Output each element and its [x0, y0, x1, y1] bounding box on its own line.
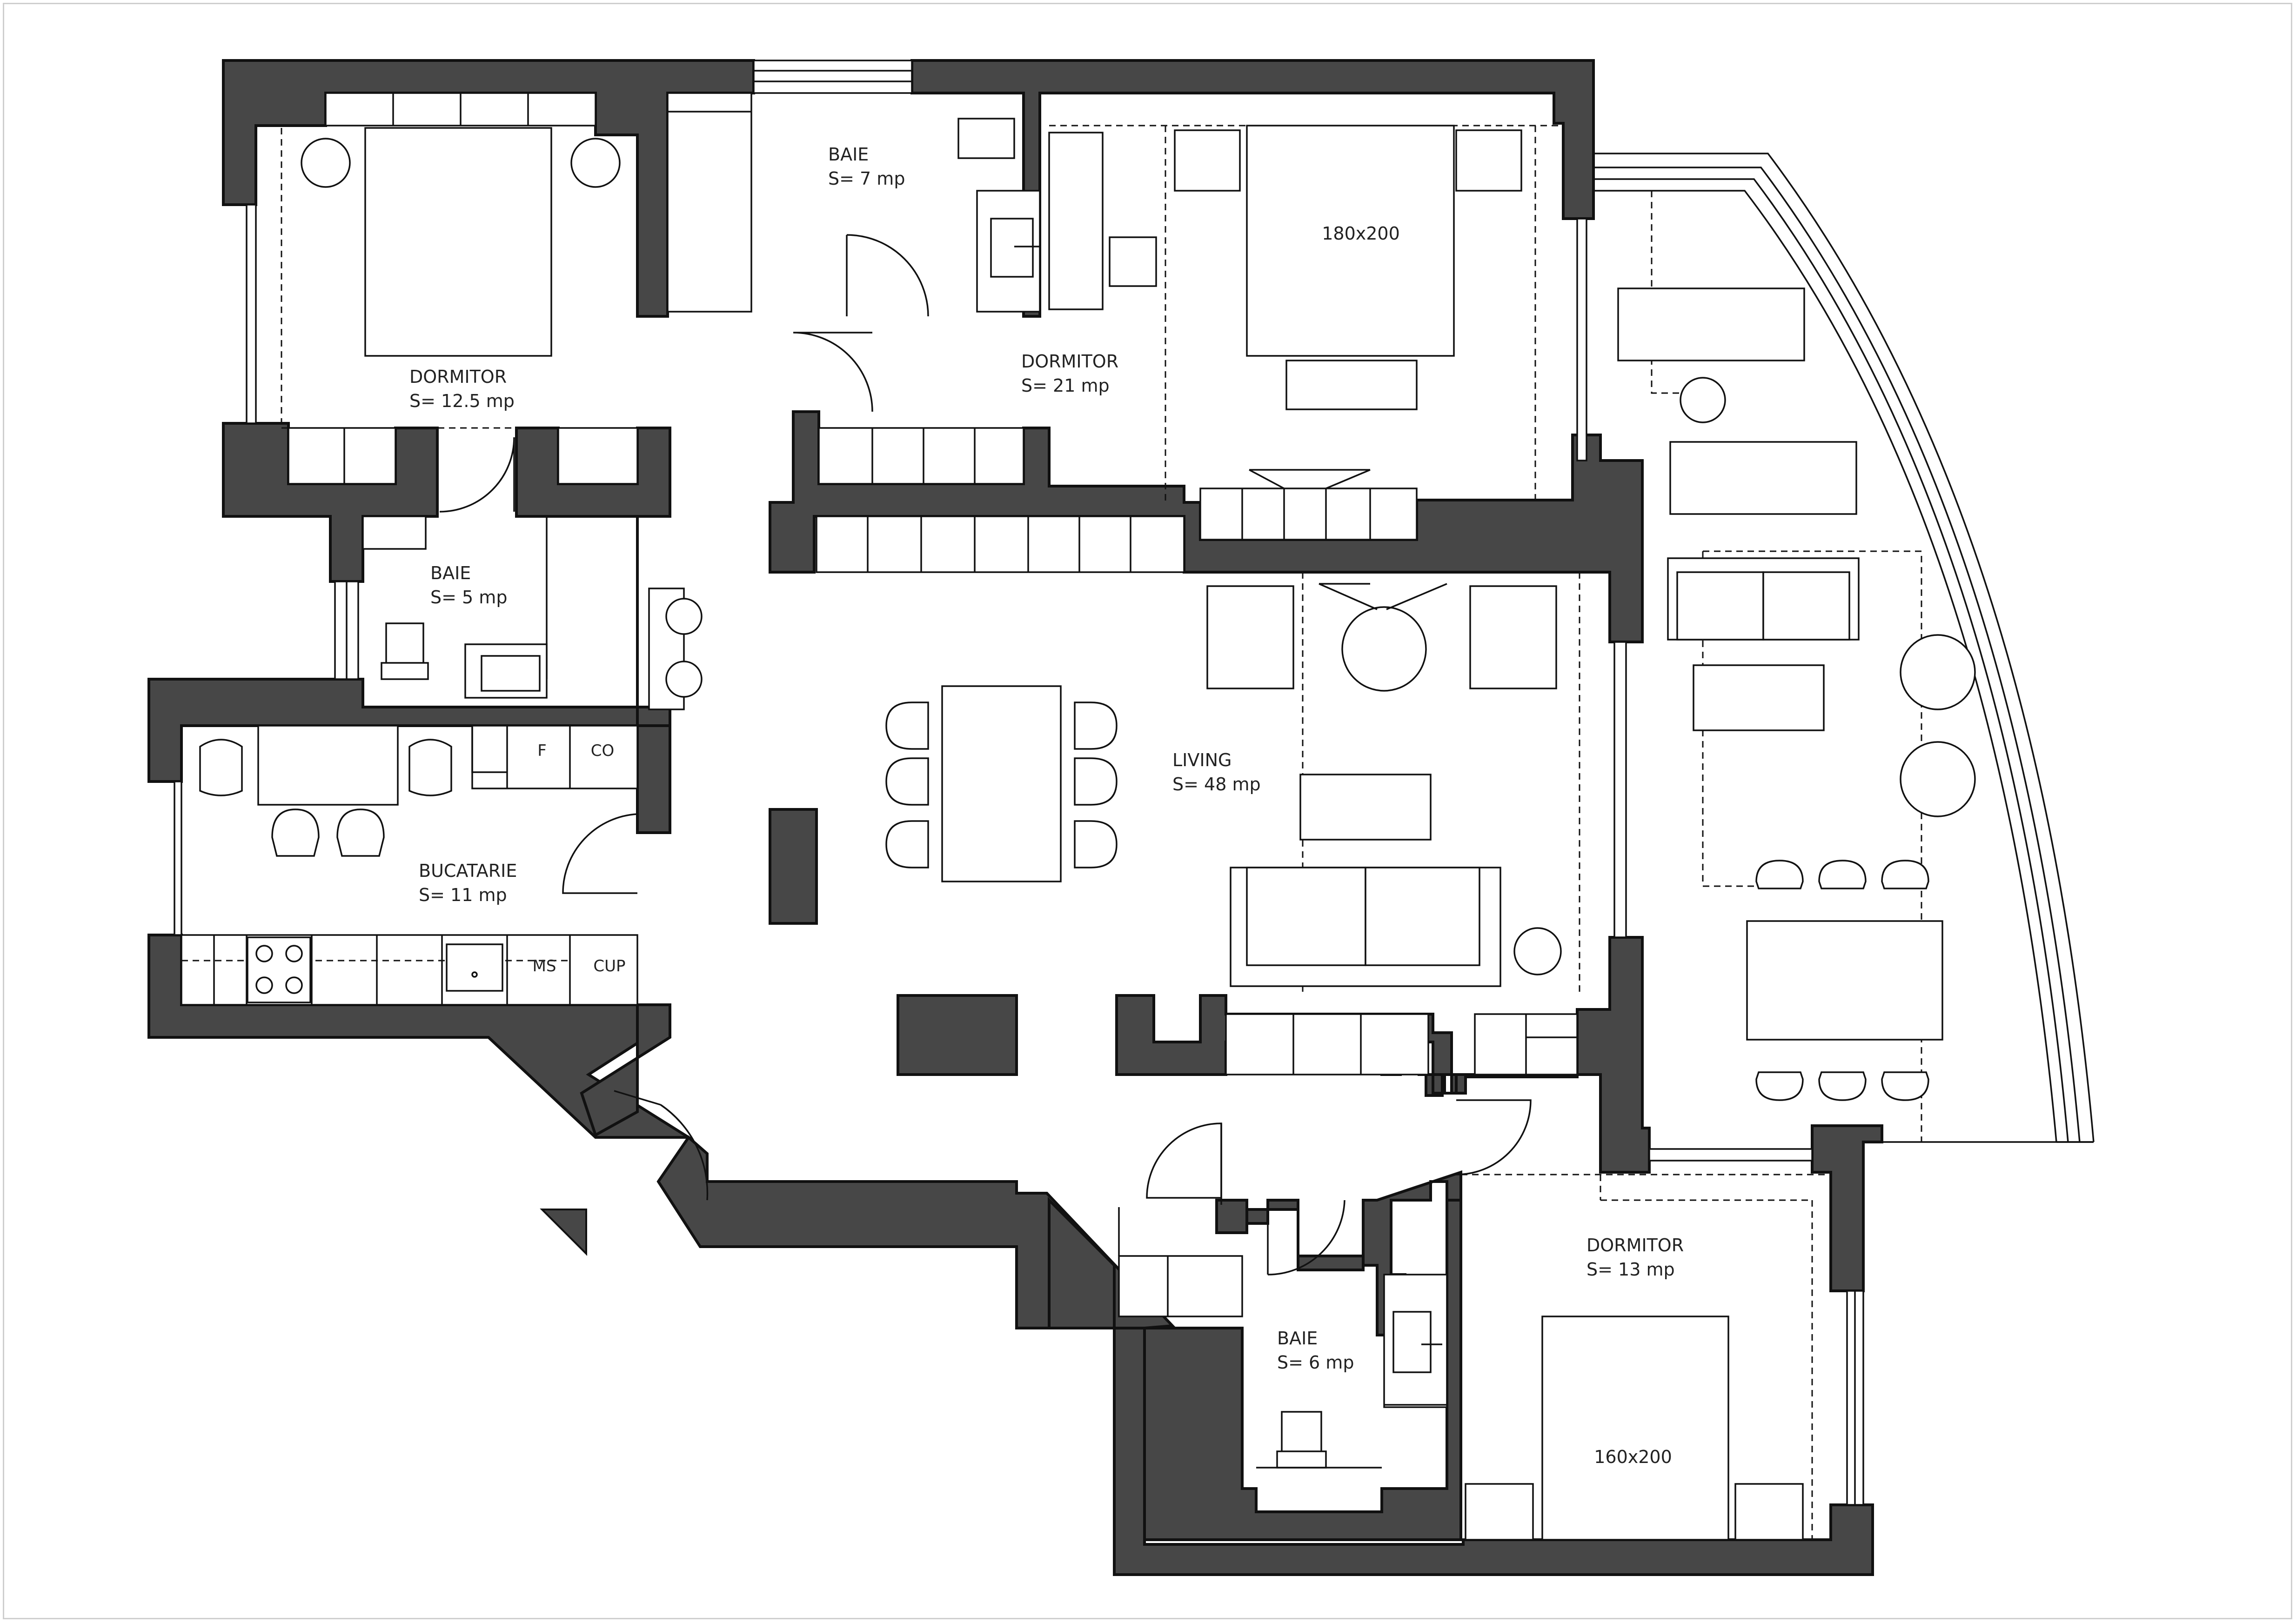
nightstand-se-1 — [1465, 1483, 1534, 1541]
terrace-dining-table — [1746, 920, 1943, 1041]
room-name-bucatarie: BUCATARIE — [419, 861, 517, 881]
terrace-stool-2 — [1900, 741, 1976, 817]
entrance-arrow-icon — [540, 1209, 587, 1256]
room-name-dormitor-nw: DORMITOR — [409, 367, 507, 387]
hall-south — [1118, 1099, 1532, 1317]
room-name-dormitor-se: DORMITOR — [1586, 1235, 1684, 1256]
toilet-west — [385, 622, 424, 666]
wall-bath-south-left — [1048, 1196, 1116, 1329]
wall-south-east — [1811, 1124, 1883, 1292]
room-area-dormitor-se: S= 13 mp — [1586, 1259, 1675, 1280]
toilet-south — [1281, 1411, 1322, 1455]
room-area-baie-south: S= 6 mp — [1277, 1352, 1354, 1373]
dining-table — [941, 685, 1062, 882]
window-living-east — [1613, 641, 1627, 938]
floor-lamp — [1513, 927, 1562, 975]
sunbed-2 — [1669, 441, 1857, 515]
kitchen-sink — [446, 943, 503, 992]
column-hall — [897, 994, 1018, 1076]
room-area-bucatarie: S= 11 mp — [419, 885, 507, 905]
terrace-coffee-table — [1693, 664, 1825, 731]
door-bucatarie — [562, 813, 638, 894]
door-dormitor-nw — [439, 437, 515, 513]
armchair-1 — [1206, 585, 1294, 689]
window-north-bath — [753, 60, 913, 94]
terrace-stool-1 — [1900, 634, 1976, 710]
fridge-label: F — [537, 741, 547, 760]
door-dormitor-master — [793, 332, 873, 412]
door-baie-north — [846, 234, 929, 317]
room-bucatarie: F CO MS CUP BUCATARIE S= 11 mp — [181, 725, 638, 1006]
room-dormitor-nw: DORMITOR S= 12.5 mp — [281, 92, 638, 513]
wall-living-east — [1576, 936, 1651, 1174]
column-living — [769, 808, 818, 925]
nightstand-master-2 — [1455, 129, 1522, 192]
dishwasher-label: MS — [533, 957, 556, 975]
bed-se — [1541, 1316, 1729, 1541]
door-hall-corridor — [1456, 1099, 1532, 1176]
bed-nw — [364, 127, 552, 357]
bed-master — [1246, 125, 1455, 357]
door-entrance — [614, 1090, 709, 1201]
bed-size-master: 180x200 — [1322, 223, 1400, 244]
wall-bath-south — [1114, 1180, 1462, 1541]
nightstand-se-2 — [1734, 1483, 1804, 1541]
toilet-north — [957, 118, 1015, 159]
room-name-living: LIVING — [1172, 750, 1232, 770]
window-west-bedroom — [246, 204, 257, 424]
room-living: LIVING S= 48 mp — [614, 515, 1580, 1201]
room-area-dormitor-nw: S= 12.5 mp — [409, 391, 515, 411]
window-kitchen — [174, 781, 182, 936]
room-name-baie-south: BAIE — [1277, 1328, 1318, 1349]
room-area-dormitor-master: S= 21 mp — [1021, 375, 1110, 396]
round-table — [1341, 606, 1427, 692]
window-terrace-south — [1648, 1148, 1813, 1162]
windows — [174, 60, 1864, 1506]
room-area-living: S= 48 mp — [1172, 774, 1261, 795]
door-hall-storage — [1146, 1122, 1222, 1199]
room-dormitor-master: 180x200 DORMITOR S= 21 mp — [793, 125, 1563, 541]
room-dormitor-se: 160x200 DORMITOR S= 13 mp — [1461, 1174, 1831, 1541]
plan-frame — [3, 3, 2292, 1619]
oven-label: CO — [591, 741, 615, 760]
cupboard-label: CUP — [593, 957, 625, 975]
room-area-baie-north: S= 7 mp — [828, 168, 905, 189]
room-baie-north: BAIE S= 7 mp — [667, 92, 1041, 317]
bed-size-se: 160x200 — [1594, 1447, 1672, 1467]
armchair-2 — [1469, 585, 1557, 689]
wall-north-east — [910, 59, 1595, 318]
room-baie-west: BAIE S= 5 mp — [362, 515, 703, 710]
door-baie-south — [1267, 1200, 1345, 1276]
room-baie-south: BAIE S= 6 mp — [1256, 1200, 1448, 1469]
stove — [247, 936, 311, 1003]
window-master-east — [1576, 218, 1587, 461]
sunbed-1 — [1617, 287, 1805, 361]
coffee-table — [1299, 774, 1432, 841]
bench-master — [1285, 360, 1418, 410]
terrace — [1593, 153, 2095, 1143]
nightstand-lamp-1 — [301, 138, 351, 188]
room-name-baie-north: BAIE — [828, 144, 869, 165]
kitchen-table — [257, 725, 399, 806]
wall-entrance-sw — [580, 1003, 671, 1137]
room-name-dormitor-master: DORMITOR — [1021, 351, 1118, 372]
nightstand-master-1 — [1174, 129, 1241, 192]
nightstand-lamp-2 — [570, 138, 621, 188]
room-area-baie-west: S= 5 mp — [430, 587, 507, 608]
room-name-baie-west: BAIE — [430, 563, 471, 583]
terrace-lamp — [1680, 377, 1726, 423]
wall-kitchen-east — [636, 724, 671, 834]
